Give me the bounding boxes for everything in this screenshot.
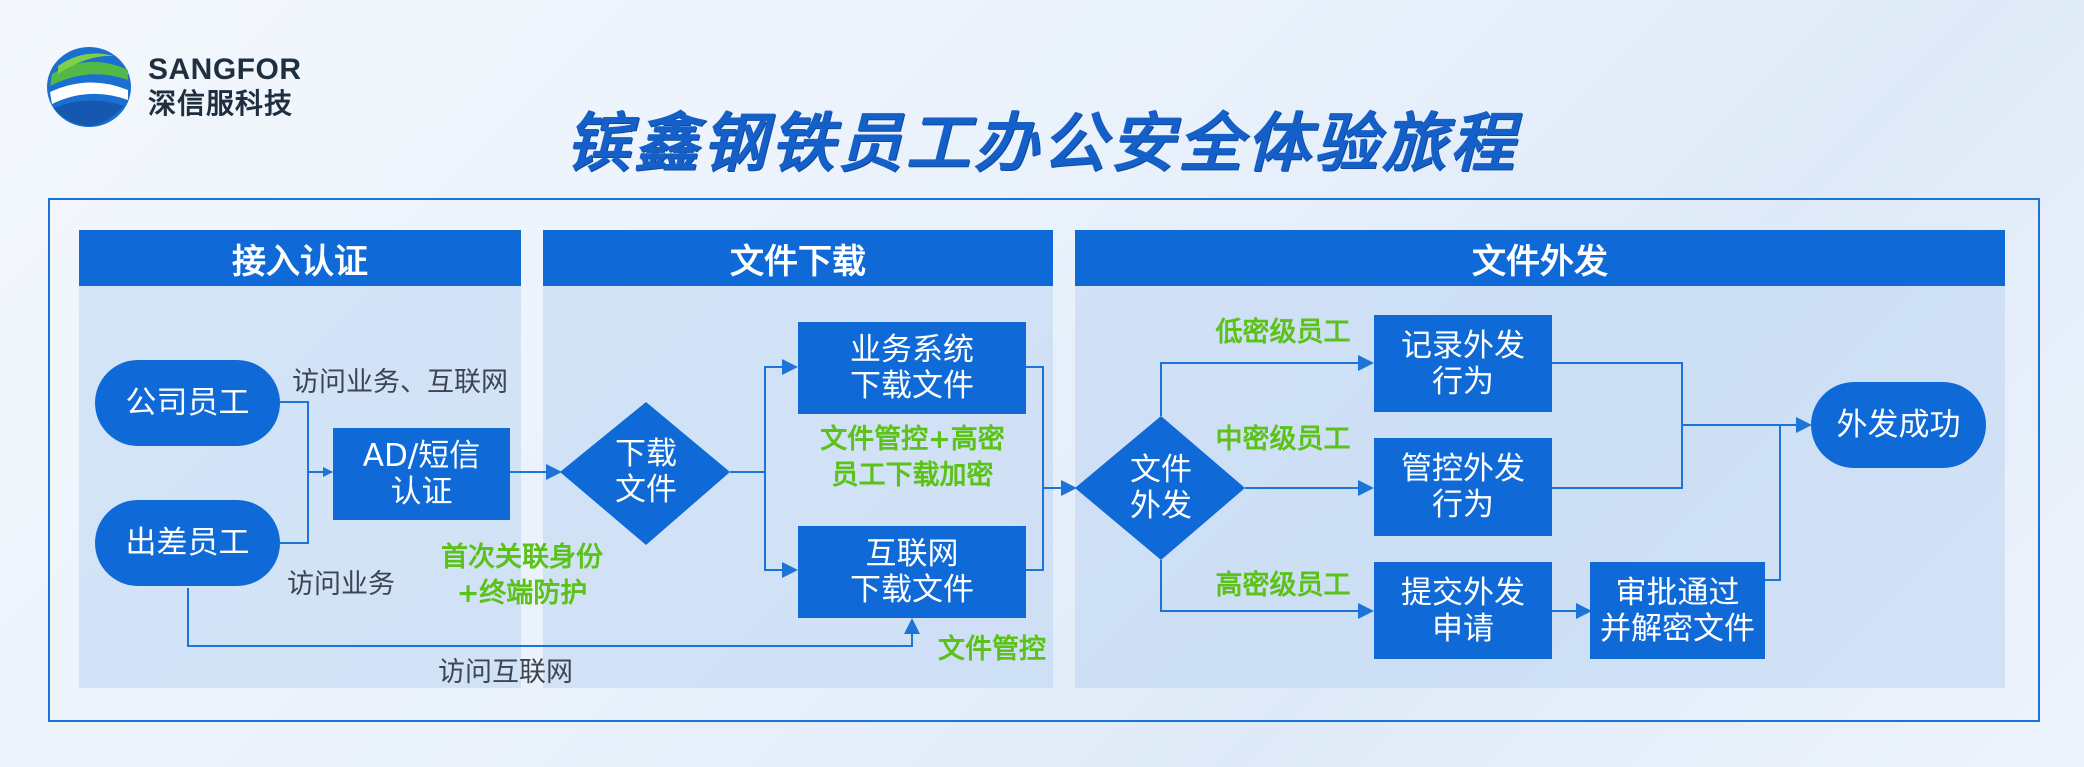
connector-biz-outgoing (1026, 366, 1044, 488)
brand-name-cn: 深信服科技 (148, 87, 294, 120)
node-approve-decrypt: 审批通过 并解密文件 (1590, 562, 1765, 659)
page-title: 镔鑫钢铁员工办公安全体验旅程 (566, 107, 1518, 181)
connector-approve-success (1765, 425, 1781, 581)
label-visit-biz-internet: 访问业务、互联网 (292, 367, 508, 398)
connector-travel-ad (280, 472, 309, 544)
connector-download-internet (764, 472, 798, 578)
node-submit-request: 提交外发 申请 (1374, 562, 1552, 659)
label-file-control-encrypt: 文件管控+高密 员工下载加密 (820, 424, 1005, 491)
label-high-secret: 高密级员工 (1215, 570, 1351, 601)
label-visit-biz: 访问业务 (287, 569, 395, 600)
node-control-outgoing: 管控外发 行为 (1374, 438, 1552, 536)
node-travel-staff: 出差员工 (95, 500, 280, 586)
connector-out-record (1160, 355, 1374, 416)
label-bind-identity: 首次关联身份 +终端防护 (441, 542, 603, 609)
connector-out-submit (1160, 560, 1374, 619)
node-company-staff: 公司员工 (95, 360, 280, 446)
node-outgoing-decision: 文件 外发 (1130, 452, 1192, 524)
brand-name-en: SANGFOR (148, 53, 302, 86)
node-download-decision: 下载 文件 (615, 436, 677, 508)
node-internet-download: 互联网 下载文件 (798, 526, 1026, 618)
label-mid-secret: 中密级员工 (1215, 424, 1351, 455)
sangfor-logo-icon (44, 44, 134, 134)
connector-internet-outgoing (1026, 480, 1077, 571)
node-record-outgoing: 记录外发 行为 (1374, 315, 1552, 412)
section-header-access: 接入认证 (79, 230, 521, 286)
label-low-secret: 低密级员工 (1215, 317, 1351, 348)
diagram-frame (48, 198, 2040, 722)
section-header-outgoing: 文件外发 (1075, 230, 2005, 286)
connector-company-ad (280, 401, 333, 477)
label-visit-internet: 访问互联网 (438, 657, 573, 688)
download-decision-shape (560, 402, 730, 545)
outgoing-decision-shape (1075, 416, 1245, 560)
section-header-download: 文件下载 (543, 230, 1053, 286)
connector-travel-internet (187, 588, 920, 647)
connector-record-merge (1552, 362, 1683, 489)
node-ad-sms-auth: AD/短信 认证 (333, 428, 510, 520)
node-outgoing-success: 外发成功 (1811, 382, 1986, 468)
node-biz-download: 业务系统 下载文件 (798, 322, 1026, 414)
label-file-control: 文件管控 (938, 634, 1046, 665)
connector-download-biz (730, 359, 798, 473)
brand: SANGFOR 深信服科技 (148, 54, 302, 122)
